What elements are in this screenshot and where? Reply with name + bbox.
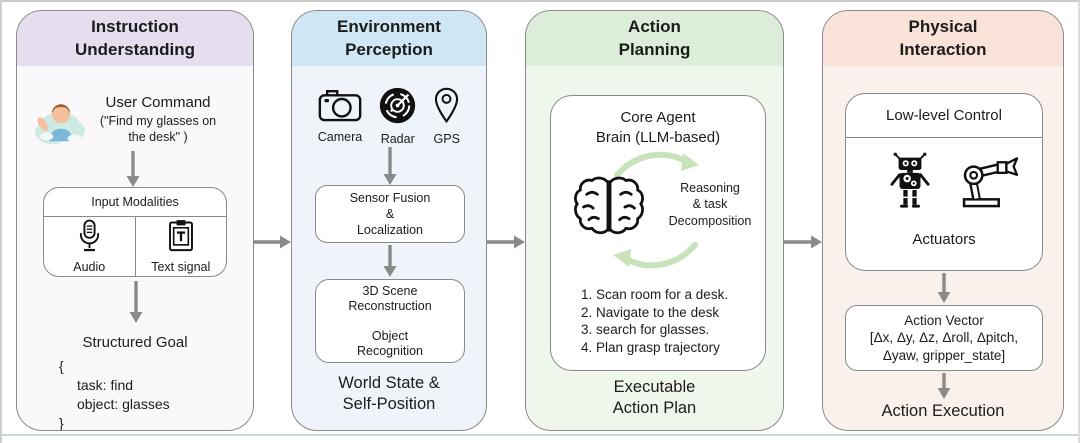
structured-goal-code: { task: find object: glasses }	[59, 357, 170, 431]
loop-arrow-bottom-icon	[609, 242, 705, 275]
gps-pin-icon	[433, 87, 460, 129]
brain-icon	[573, 174, 645, 243]
camera-label: Camera	[317, 130, 363, 144]
action-execution-label: Action Execution	[881, 402, 1005, 420]
gps-label: GPS	[433, 132, 460, 146]
physical-interaction-panel: Physical Interaction Low-level Control	[822, 10, 1064, 431]
user-avatar	[33, 98, 87, 153]
gps-sensor: GPS	[433, 87, 460, 146]
goal-line: {	[59, 358, 64, 374]
right-arrow-icon	[253, 234, 291, 255]
sensor-row: Camera Radar	[292, 87, 486, 146]
reasoning-label: Reasoning & task Decomposition	[668, 181, 752, 228]
core-agent-box: Core Agent Brain (LLM-based)	[550, 95, 766, 371]
instruction-understanding-panel: Instruction Understanding User Command (…	[16, 10, 254, 431]
low-level-control-box: Low-level Control	[845, 93, 1043, 271]
action-vector-box: Action Vector [Δx, Δy, Δz, Δroll, Δpitch…	[845, 305, 1043, 371]
input-modalities-cells: Audio Text signal	[44, 217, 226, 276]
scene-reconstruction-text: 3D Scene Reconstruction Object Recogniti…	[348, 283, 432, 358]
plan-step: 1. Scan room for a desk.	[581, 287, 729, 302]
down-arrow-icon	[382, 245, 398, 282]
text-signal-label: Text signal	[151, 260, 211, 274]
radar-icon	[379, 87, 416, 129]
down-arrow-icon	[936, 373, 952, 404]
input-modalities-title: Input Modalities	[44, 188, 226, 217]
instruction-title: Instruction Understanding	[75, 17, 195, 59]
structured-goal-title: Structured Goal	[82, 334, 188, 351]
down-arrow-icon	[936, 273, 952, 308]
planning-title: Action Planning	[618, 17, 691, 59]
audio-cell: Audio	[44, 217, 135, 276]
world-state-label: World State & Self-Position	[338, 374, 440, 414]
interaction-header: Physical Interaction	[823, 11, 1063, 66]
executable-plan-label: Executable Action Plan	[612, 378, 697, 418]
user-command-block: User Command ("Find my glasses on the de…	[79, 93, 237, 145]
planning-header: Action Planning	[526, 11, 783, 66]
sensor-fusion-text: Sensor Fusion & Localization	[349, 190, 431, 238]
goal-line: object: glasses	[77, 396, 170, 412]
camera-icon	[318, 87, 362, 127]
robot-arm-icon	[960, 156, 1022, 213]
perception-title: Environment Perception	[337, 17, 441, 59]
plan-step: 4. Plan grasp trajectory	[581, 339, 720, 355]
down-arrow-icon	[382, 147, 398, 190]
instruction-header: Instruction Understanding	[17, 11, 253, 66]
environment-perception-panel: Environment Perception Camera	[291, 10, 487, 431]
radar-label: Radar	[380, 132, 415, 146]
user-command-title: User Command	[105, 94, 211, 111]
perception-header: Environment Perception	[292, 11, 486, 66]
microphone-icon	[76, 219, 103, 257]
robot-icon	[888, 150, 932, 214]
plan-steps-list: 1. Scan room for a desk. 2. Navigate to …	[581, 286, 728, 356]
goal-line: }	[59, 415, 64, 431]
camera-sensor: Camera	[318, 87, 362, 146]
down-arrow-icon	[125, 151, 141, 192]
radar-sensor: Radar	[379, 87, 416, 146]
sensor-fusion-box: Sensor Fusion & Localization	[315, 185, 465, 243]
goal-line: task: find	[77, 377, 134, 393]
plan-step: 2. Navigate to the desk	[581, 304, 720, 320]
clipboard-text-icon	[168, 219, 194, 257]
right-arrow-icon	[486, 234, 525, 255]
action-vector-text: Action Vector [Δx, Δy, Δz, Δroll, Δpitch…	[869, 313, 1019, 363]
scene-reconstruction-box: 3D Scene Reconstruction Object Recogniti…	[315, 279, 465, 363]
right-arrow-icon	[783, 234, 822, 255]
action-planning-panel: Action Planning Core Agent Brain (LLM-ba…	[525, 10, 784, 431]
figure-bottom-border	[2, 434, 1078, 436]
audio-label: Audio	[73, 260, 106, 274]
plan-step: 3. search for glasses.	[581, 322, 710, 337]
low-level-control-title: Low-level Control	[846, 94, 1042, 138]
loop-arrow-top-icon	[607, 150, 703, 183]
down-arrow-icon	[128, 281, 144, 328]
interaction-title: Physical Interaction	[899, 17, 987, 59]
user-command-quote: ("Find my glasses on the desk" )	[99, 113, 217, 144]
text-signal-cell: Text signal	[134, 217, 227, 276]
input-modalities-box: Input Modalities Audi	[43, 187, 227, 277]
core-agent-title: Core Agent Brain (LLM-based)	[595, 109, 721, 146]
actuators-label: Actuators	[912, 231, 976, 248]
